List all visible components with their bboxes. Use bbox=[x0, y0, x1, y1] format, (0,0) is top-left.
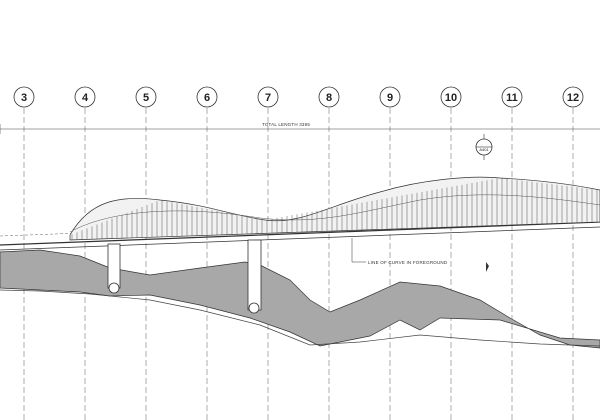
grid-line-4: 4 bbox=[74, 86, 96, 420]
grid-bubble bbox=[196, 86, 218, 108]
grid-line-7: 7 bbox=[257, 86, 279, 420]
grid-label: 9 bbox=[387, 92, 393, 104]
section-marker: A401 bbox=[475, 134, 493, 160]
grid-label: 8 bbox=[326, 92, 332, 104]
grid-lines: 3 4 5 6 7 8 9 10 11 12 bbox=[13, 86, 584, 420]
grid-bubble bbox=[257, 86, 279, 108]
grid-bubble bbox=[562, 86, 584, 108]
grid-bubble bbox=[74, 86, 96, 108]
grid-line-8: 8 bbox=[318, 86, 340, 420]
wave-canopy-inner bbox=[69, 194, 600, 233]
north-marker bbox=[486, 262, 489, 272]
section-mark-label: A401 bbox=[479, 147, 489, 152]
canopy-ribs bbox=[71, 178, 598, 240]
dimension-note: TOTAL LENGTH 3395 bbox=[262, 122, 310, 127]
grid-line-12: 12 bbox=[562, 86, 584, 420]
water-line bbox=[0, 289, 600, 347]
grid-label: 10 bbox=[445, 92, 457, 104]
grid-label: 4 bbox=[82, 92, 89, 104]
grid-line-5: 5 bbox=[135, 86, 157, 420]
pier-1 bbox=[107, 243, 121, 294]
dimension-line: TOTAL LENGTH 3395 bbox=[0, 122, 600, 134]
leader: LINE OF CURVE IN FOREGROUND bbox=[351, 238, 448, 265]
grid-bubble bbox=[501, 86, 523, 108]
grid-bubble bbox=[318, 86, 340, 108]
grid-label: 6 bbox=[204, 92, 210, 104]
grid-line-10: 10 bbox=[440, 86, 462, 420]
grid-bubble bbox=[13, 86, 35, 108]
grid-bubble bbox=[135, 86, 157, 108]
pier-2 bbox=[247, 239, 262, 314]
grid-line-11: 11 bbox=[501, 86, 523, 420]
grid-bubble bbox=[379, 86, 401, 108]
grid-bubble bbox=[440, 86, 462, 108]
grid-label: 12 bbox=[567, 92, 579, 104]
grid-line-6: 6 bbox=[196, 86, 218, 420]
grid-label: 11 bbox=[506, 92, 518, 104]
leader-note: LINE OF CURVE IN FOREGROUND bbox=[368, 260, 448, 265]
grid-line-9: 9 bbox=[379, 86, 401, 420]
grid-label: 3 bbox=[21, 92, 27, 104]
ground-profile bbox=[0, 249, 600, 349]
grid-label: 5 bbox=[143, 92, 149, 104]
grid-label: 7 bbox=[265, 92, 271, 104]
wave-canopy bbox=[69, 176, 600, 241]
